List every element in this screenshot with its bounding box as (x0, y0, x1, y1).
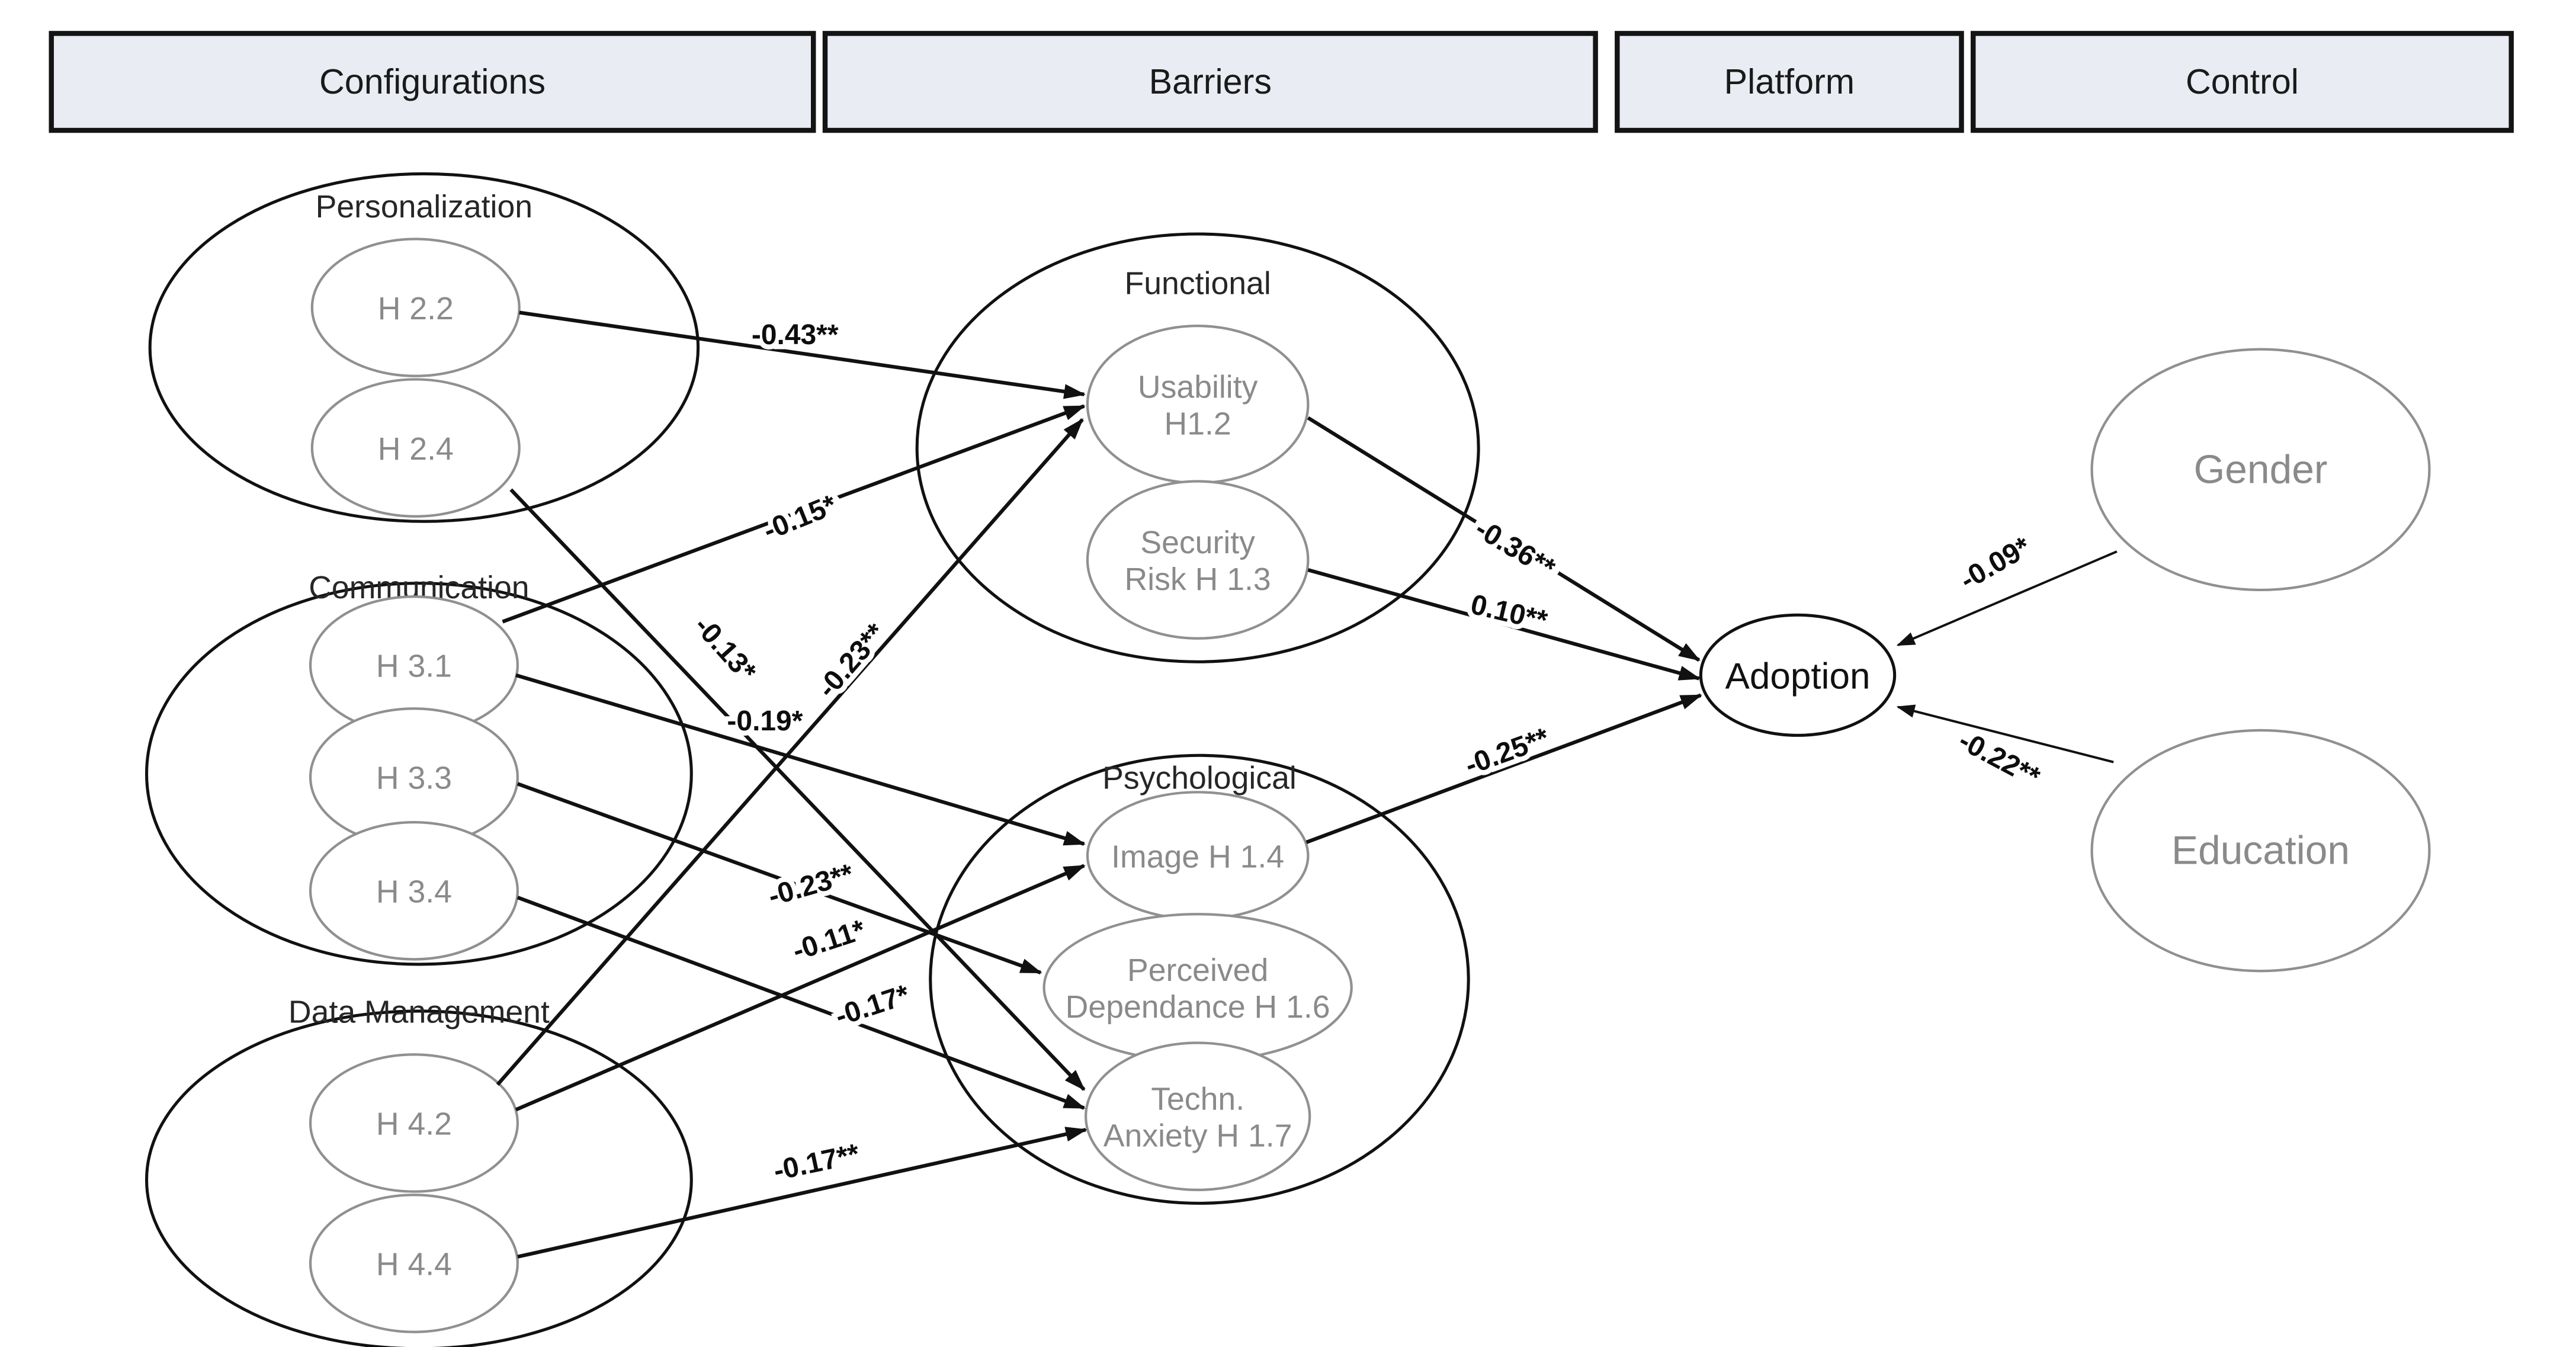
node-label-perceived-dependance-1: Dependance H 1.6 (1066, 989, 1330, 1025)
node-label-h-3-3-0: H 3.3 (376, 761, 452, 796)
coef-label-h22-usability: -0.43** (752, 319, 839, 351)
node-label-usability-h1-2-1: H1.2 (1165, 406, 1231, 442)
node-ellipse-h-4-2 (309, 1053, 519, 1193)
header-rect-control (1971, 31, 2514, 133)
edge-h42-image (515, 864, 1086, 1112)
node-education: Education (2090, 729, 2431, 973)
node-label-h-4-2-0: H 4.2 (376, 1107, 452, 1142)
node-ellipse-h-4-4 (309, 1194, 519, 1333)
edge-h31-image (515, 673, 1086, 846)
edge-h34-anxiety (517, 896, 1086, 1110)
edge-h33-dependance (517, 782, 1042, 974)
node-ellipse-education (2090, 729, 2431, 973)
header-label-platform: Platform (1724, 62, 1855, 101)
edge-usability-adoption (1307, 416, 1701, 662)
group-label-functional: Functional (1125, 266, 1271, 302)
node-ellipse-gender (2090, 348, 2431, 592)
edge-h42-usability (496, 418, 1084, 1086)
edge-h22-usability (519, 310, 1086, 399)
header-label-configurations: Configurations (319, 62, 546, 101)
node-ellipse-techn-anxiety (1085, 1041, 1311, 1191)
group-ellipse-functional (915, 232, 1480, 663)
header-rect-configurations (49, 31, 816, 133)
group-ellipse-psychological (929, 753, 1470, 1205)
group-ellipse-personalization (148, 172, 700, 523)
node-ellipse-h-3-4 (309, 820, 519, 961)
group-label-data-management: Data Management (288, 995, 550, 1030)
node-label-h-3-1-0: H 3.1 (376, 649, 452, 684)
node-label-h-2-2-0: H 2.2 (378, 291, 454, 326)
node-ellipse-adoption (1699, 613, 1897, 737)
group-ellipse-communication (145, 582, 693, 966)
node-label-h-2-4-0: H 2.4 (378, 431, 454, 467)
node-label-perceived-dependance-0: Perceived (1127, 952, 1268, 988)
header-label-control: Control (2186, 62, 2299, 101)
edge-h31-usability (502, 404, 1086, 624)
group-personalization: Personalization H 2.2 H 2.4 (148, 172, 700, 523)
node-label-usability-h1-2-0: Usability (1138, 369, 1258, 405)
node-label-techn-anxiety-0: Techn. (1151, 1081, 1244, 1117)
edge-image-adoption (1305, 693, 1703, 844)
edge-education-adoption (1896, 704, 2114, 764)
node-ellipse-h-2-2 (310, 238, 521, 377)
node-label-techn-anxiety-1: Anxiety H 1.7 (1103, 1118, 1292, 1153)
node-adoption: Adoption (1699, 613, 1897, 737)
edge-h24-anxiety (509, 488, 1086, 1091)
header-rect-platform (1615, 31, 1964, 133)
node-ellipse-h-2-4 (310, 378, 521, 518)
edge-security-adoption (1307, 568, 1701, 681)
group-label-personalization: Personalization (316, 189, 532, 224)
node-label-gender: Gender (2194, 447, 2328, 492)
header-box-platform: Platform (1615, 31, 1964, 133)
coef-label-h31-image: -0.19* (727, 705, 803, 737)
node-label-education: Education (2171, 829, 2350, 873)
node-label-image-h1-4-0: Image H 1.4 (1111, 839, 1284, 874)
header-box-control: Control (1971, 31, 2514, 133)
header-rect-barriers (822, 31, 1598, 133)
node-label-security-risk-h1-3-1: Risk H 1.3 (1125, 562, 1271, 597)
group-ellipse-data-management (145, 1009, 693, 1347)
node-gender: Gender (2090, 348, 2431, 592)
group-label-psychological: Psychological (1102, 761, 1297, 796)
edge-gender-adoption (1896, 550, 2118, 646)
edge-h44-anxiety (517, 1127, 1087, 1259)
header-label-barriers: Barriers (1149, 62, 1272, 101)
node-label-h-3-4-0: H 3.4 (376, 874, 452, 910)
header-box-configurations: Configurations (49, 31, 816, 133)
node-label-security-risk-h1-3-0: Security (1140, 525, 1255, 560)
node-label-adoption: Adoption (1725, 656, 1871, 697)
node-ellipse-security-risk-h1-3 (1086, 480, 1310, 640)
node-label-h-4-4-0: H 4.4 (376, 1247, 452, 1282)
header-box-barriers: Barriers (822, 31, 1598, 133)
group-data-management: Data Management H 4.2 H 4.4 (145, 995, 693, 1347)
